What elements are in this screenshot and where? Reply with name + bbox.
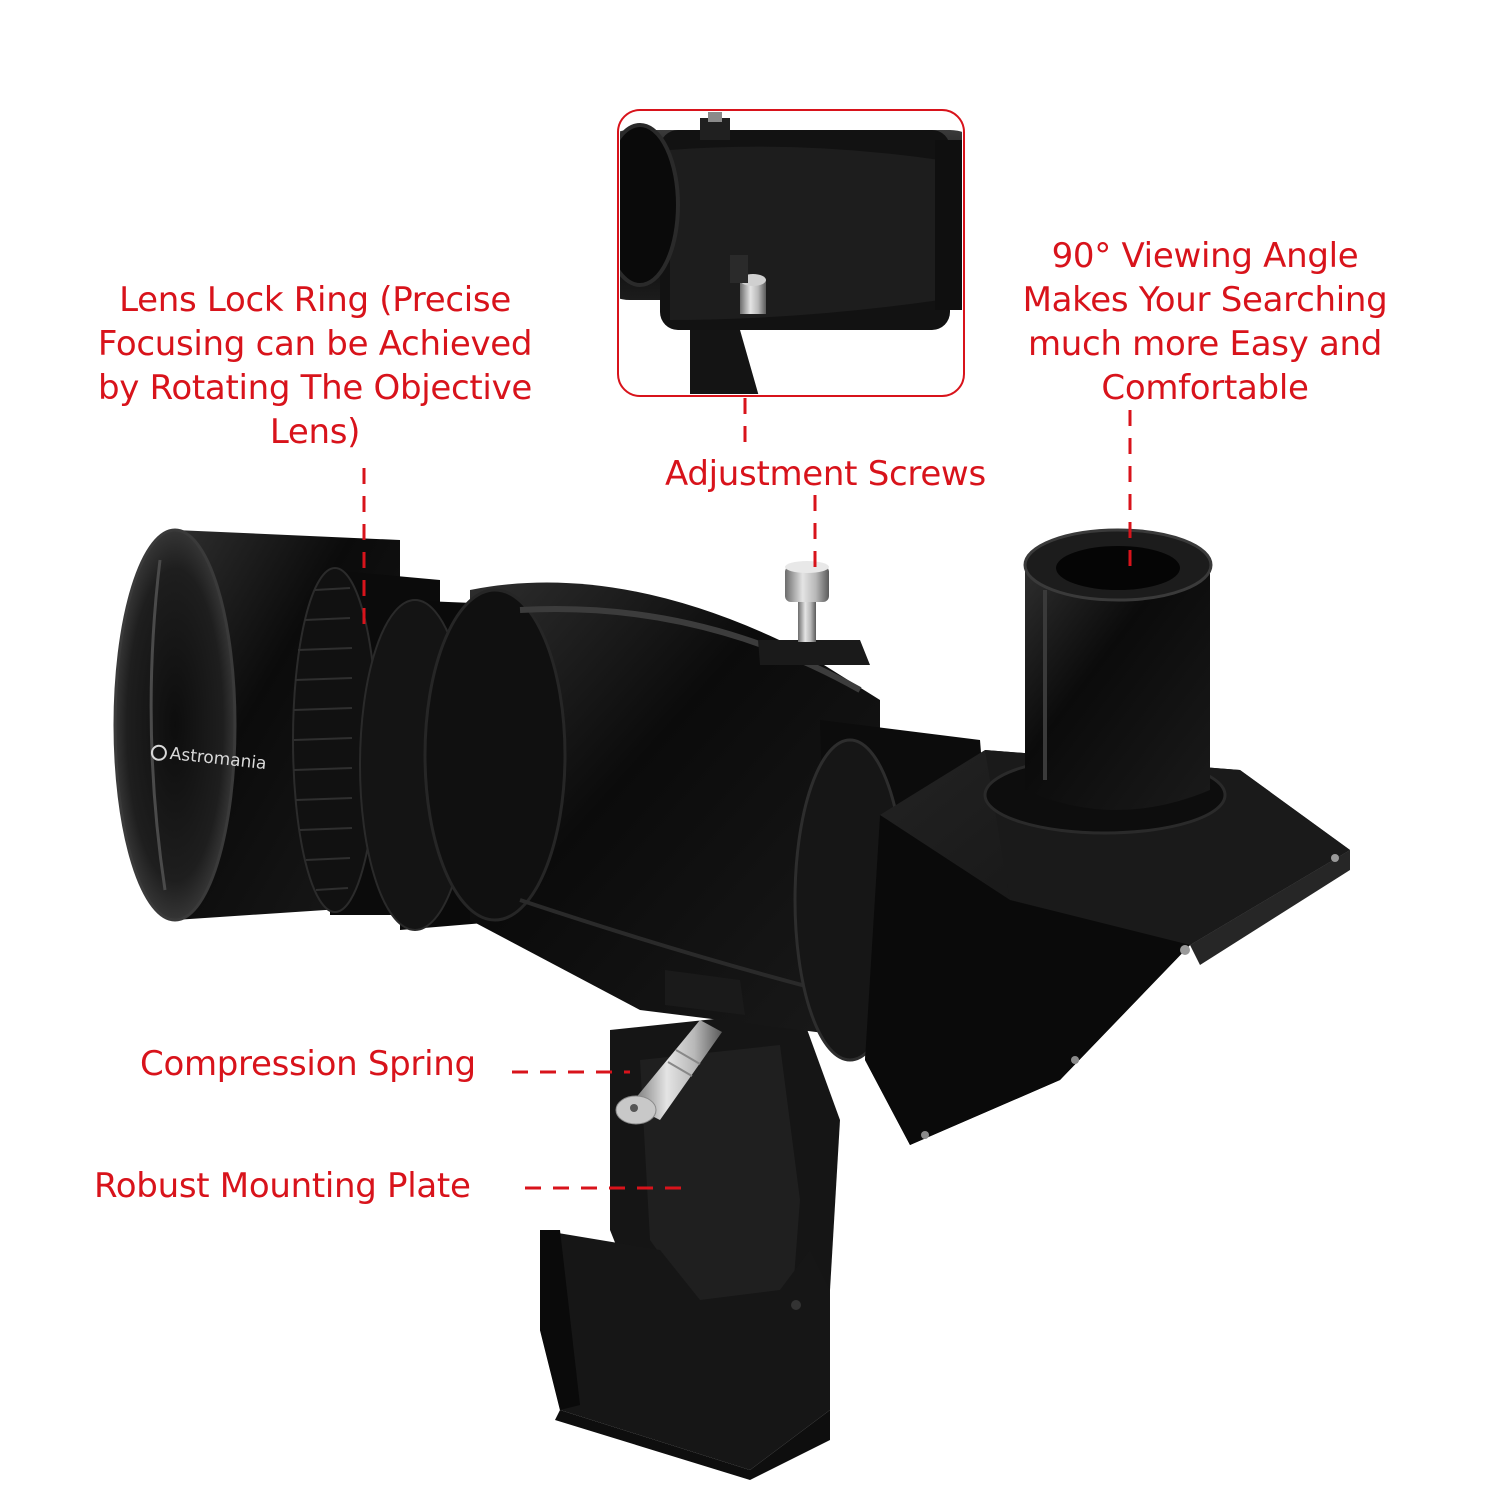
callout-adjustment-screws: Adjustment Screws [665,454,986,494]
callout-lens-lock-ring: Lens Lock Ring (Precise Focusing can be … [97,280,533,452]
compression-spring-plunger [615,1020,722,1125]
callout-mounting-plate: Robust Mounting Plate [94,1166,471,1206]
inset-closeup [617,109,965,397]
prism-housing [865,750,1350,1145]
leader-lines [362,398,1132,1190]
callout-viewing-angle: 90° Viewing Angle Makes Your Searching m… [1022,236,1388,408]
eyepiece [983,528,1227,835]
mounting-plate [540,1010,840,1480]
bracket-ring [423,561,880,1040]
brand-logo-mark-icon [150,743,168,762]
callout-compression-spring: Compression Spring [140,1044,476,1084]
